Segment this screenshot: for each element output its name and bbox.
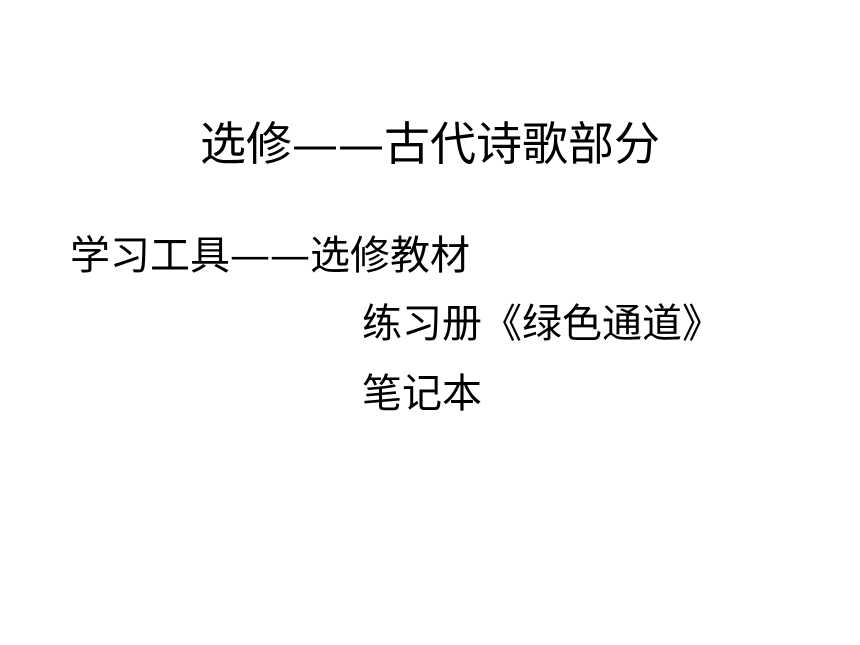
slide-title: 选修——古代诗歌部分	[200, 117, 660, 171]
tools-line-workbook: 练习册《绿色通道》	[362, 301, 722, 347]
tools-line-notebook: 笔记本	[362, 371, 482, 417]
tools-line-textbook: 学习工具——选修教材	[70, 233, 470, 279]
